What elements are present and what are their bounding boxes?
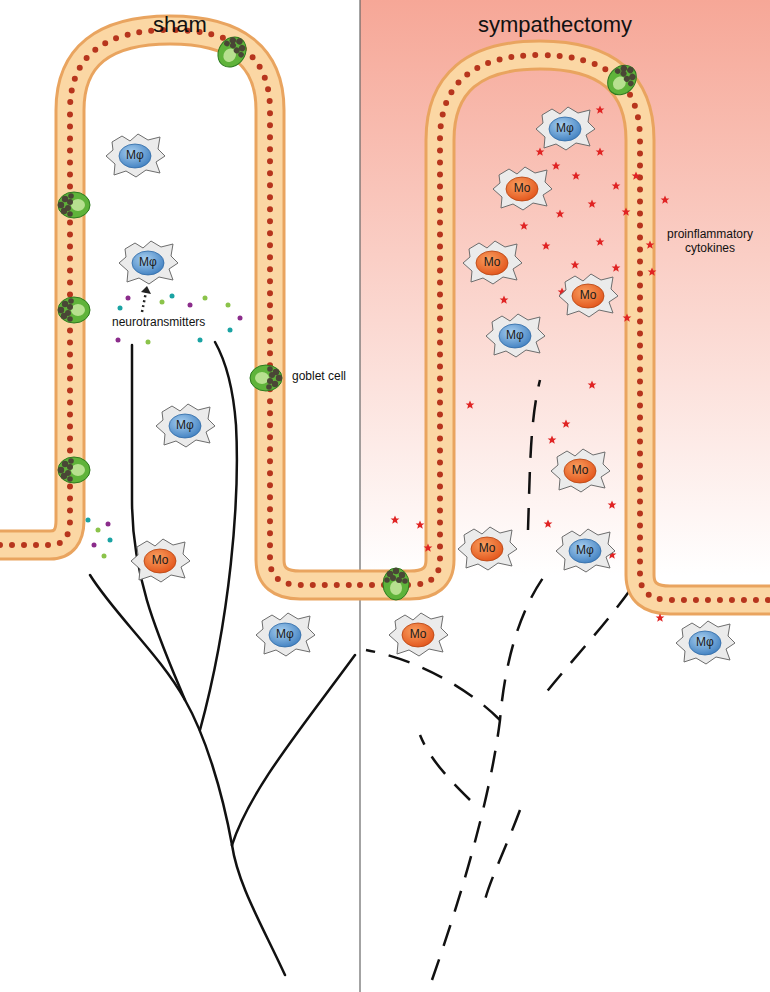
cell-label: Mo	[514, 182, 531, 194]
macrophage-cell: Mφ	[554, 527, 616, 573]
inflamed-background	[360, 0, 770, 992]
cell-label: Mo	[580, 289, 597, 301]
callout-label: proinflammatory cytokines	[658, 228, 762, 256]
neurotransmitter-dots	[86, 294, 243, 559]
macrophage-cell: Mφ	[484, 312, 546, 358]
callout-label: neurotransmitters	[112, 316, 232, 330]
sham-title: sham	[100, 12, 260, 37]
cytokine-stars	[391, 106, 670, 622]
sympathetic-nerves	[90, 342, 355, 975]
cell-label: Mφ	[696, 636, 714, 648]
cell-label: Mφ	[176, 419, 194, 431]
monocyte-cell: Mo	[456, 525, 518, 571]
monocyte-cell: Mo	[129, 537, 191, 583]
monocyte-cell: Mo	[549, 447, 611, 493]
monocyte-cell: Mo	[491, 165, 553, 211]
goblet-cells	[58, 31, 643, 600]
cell-label: Mφ	[556, 122, 574, 134]
cell-label: Mφ	[276, 628, 294, 640]
signal-arrow	[142, 292, 146, 312]
cell-label: Mφ	[576, 544, 594, 556]
cell-label: Mφ	[139, 256, 157, 268]
monocyte-cell: Mo	[387, 611, 449, 657]
severed-nerves	[366, 380, 650, 980]
macrophage-cell: Mφ	[117, 239, 179, 285]
cell-label: Mo	[479, 542, 496, 554]
monocyte-cell: Mo	[557, 272, 619, 318]
macrophage-cell: Mφ	[534, 105, 596, 151]
monocyte-cell: Mo	[461, 239, 523, 285]
panel-divider	[359, 0, 360, 992]
cell-label: Mo	[410, 628, 427, 640]
cell-label: Mo	[152, 554, 169, 566]
cell-label: Mφ	[506, 329, 524, 341]
signal-arrowhead	[141, 286, 151, 294]
cell-label: Mφ	[126, 149, 144, 161]
cell-label: Mo	[484, 256, 501, 268]
macrophage-cell: Mφ	[104, 132, 166, 178]
macrophage-cell: Mφ	[674, 619, 736, 665]
callout-label: goblet cell	[292, 370, 362, 384]
macrophage-cell: Mφ	[254, 611, 316, 657]
macrophage-cell: Mφ	[154, 402, 216, 448]
panel-title: sympathectomy	[455, 12, 655, 37]
epithelium	[0, 30, 770, 600]
cell-label: Mo	[572, 464, 589, 476]
